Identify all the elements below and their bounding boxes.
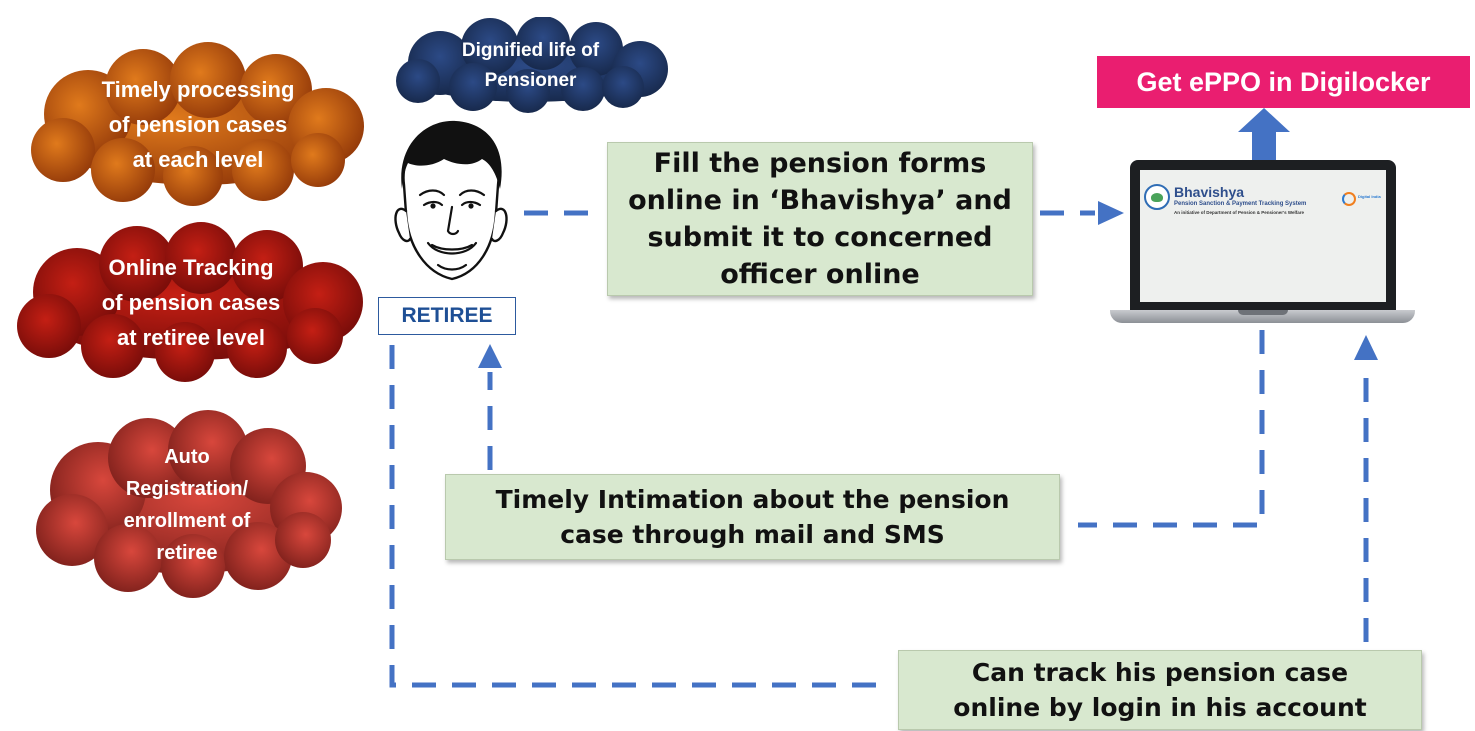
cloud-timely-processing: Timely processing of pension cases at ea… xyxy=(18,42,378,207)
box-track-pension-case: Can track his pension case online by log… xyxy=(898,650,1422,730)
cloud-dignified-life: Dignified life of Pensioner xyxy=(378,17,683,115)
hair xyxy=(401,120,502,189)
connector-laptop-to-intimation xyxy=(1078,330,1265,528)
cloud-shape-icon xyxy=(31,42,364,206)
digital-india-text: Digital India xyxy=(1358,194,1381,199)
laptop-icon: Bhavishya Pension Sanction & Payment Tra… xyxy=(1110,160,1415,325)
box-timely-intimation: Timely Intimation about the pension case… xyxy=(445,474,1060,560)
cloud-dignified-life-text: Dignified life of Pensioner xyxy=(461,40,600,91)
laptop-screen: Bhavishya Pension Sanction & Payment Tra… xyxy=(1140,170,1386,302)
connector-retiree-to-tracking xyxy=(389,345,888,688)
digital-india-logo-icon xyxy=(1342,192,1356,206)
bhavishya-logo-icon xyxy=(1144,184,1170,210)
cloud-shape-icon xyxy=(396,17,668,113)
cloud-online-tracking-text: Online Tracking of pension cases at reti… xyxy=(101,254,281,350)
cloud-auto-registration: Auto Registration/ enrollment of retiree xyxy=(28,410,346,600)
eppo-up-arrow-icon xyxy=(1238,108,1290,162)
cloud-shape-icon xyxy=(17,222,363,382)
bhavishya-initiative: An initiative of Department of Pension &… xyxy=(1174,210,1305,215)
laptop-notch xyxy=(1238,310,1288,315)
arrowhead-right-icon xyxy=(1098,201,1124,225)
get-eppo-digilocker-button[interactable]: Get ePPO in Digilocker xyxy=(1097,56,1470,108)
retiree-label: RETIREE xyxy=(378,297,516,335)
laptop-base xyxy=(1110,310,1415,323)
arrowhead-up-icon xyxy=(1354,335,1378,360)
dashed-connector-lines xyxy=(389,210,1369,688)
cloud-shape-icon xyxy=(36,410,342,598)
arrowheads xyxy=(478,201,1378,368)
laptop-lid: Bhavishya Pension Sanction & Payment Tra… xyxy=(1130,160,1396,310)
arrowhead-up-icon xyxy=(478,344,502,368)
bhavishya-subtitle: Pension Sanction & Payment Tracking Syst… xyxy=(1174,201,1307,207)
bhavishya-title: Bhavishya xyxy=(1174,184,1245,200)
retiree-face-icon xyxy=(394,120,508,281)
cloud-timely-processing-text: Timely processing of pension cases at ea… xyxy=(101,77,295,172)
cloud-auto-registration-text: Auto Registration/ enrollment of retiree xyxy=(123,446,251,564)
box-fill-pension-forms: Fill the pension forms online in ‘Bhavis… xyxy=(607,142,1033,296)
cloud-online-tracking: Online Tracking of pension cases at reti… xyxy=(5,222,377,382)
